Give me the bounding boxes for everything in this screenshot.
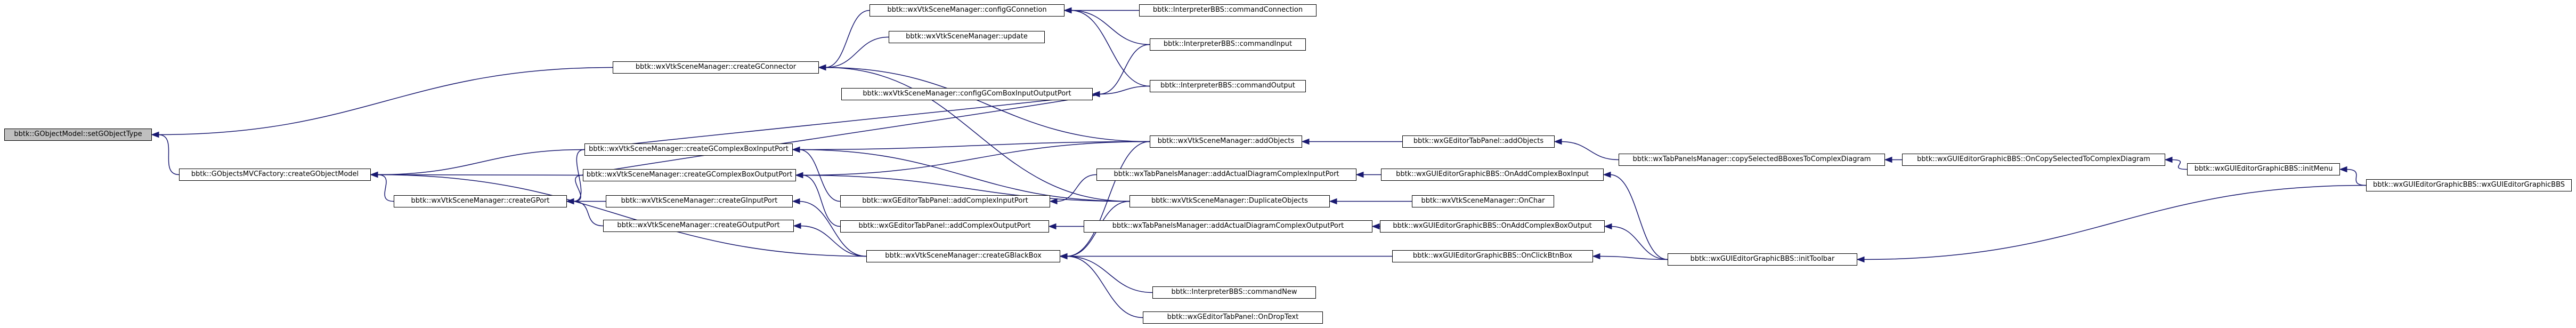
graph-node-n19[interactable]: bbtk::wxGEditorTabPanel::addComplexOutpu…: [840, 220, 1049, 233]
graph-node-n8[interactable]: bbtk::wxVtkSceneManager::configGComBoxIn…: [841, 88, 1093, 100]
edge-arrowhead: [2164, 156, 2173, 163]
graph-node-n29[interactable]: bbtk::wxGUIEditorGraphicBBS::initToolbar: [1668, 253, 1857, 266]
edge-arrowhead: [1592, 253, 1600, 260]
edge-arrowhead: [818, 64, 826, 71]
graph-node-n10[interactable]: bbtk::wxVtkSceneManager::createGComplexB…: [583, 169, 796, 181]
graph-node-n21[interactable]: bbtk::InterpreterBBS::commandNew: [1152, 286, 1316, 299]
edge-n20-to-n19: [1048, 223, 1084, 230]
edge-arrowhead: [1048, 223, 1057, 230]
graph-node-n9[interactable]: bbtk::wxVtkSceneManager::createGComplexB…: [584, 143, 793, 156]
edge-arrowhead: [1856, 256, 1865, 263]
edge-n32-to-n31: [2339, 166, 2367, 186]
edge-n31-to-n30: [2164, 156, 2188, 170]
graph-node-n18[interactable]: bbtk::wxVtkSceneManager::DuplicateObject…: [1129, 195, 1330, 207]
graph-node-n5[interactable]: bbtk::InterpreterBBS::commandConnection: [1139, 4, 1317, 17]
edge-n29-to-n24: [1603, 171, 1668, 260]
graph-node-n30[interactable]: bbtk::wxGUIEditorGraphicBBS::OnCopySelec…: [1902, 154, 2165, 166]
edge-n18-to-n9: [792, 146, 1130, 202]
edge-arrowhead: [793, 222, 801, 229]
graph-node-n26[interactable]: bbtk::wxGUIEditorGraphicBBS::OnAddComple…: [1380, 220, 1605, 233]
edge-n30-to-n28: [1884, 156, 1902, 163]
edge-arrowhead: [1554, 138, 1562, 145]
edge-n1-to-n0: [151, 67, 613, 138]
edge-n14-to-n2: [370, 171, 867, 257]
edge-n3-to-n1: [818, 10, 870, 71]
graph-node-n16[interactable]: bbtk::wxTabPanelsManager::addActualDiagr…: [1096, 169, 1356, 181]
graph-node-n32[interactable]: bbtk::wxGUIEditorGraphicBBS::wxGUIEditor…: [2366, 179, 2572, 191]
edge-arrowhead: [151, 131, 159, 138]
graph-node-n17[interactable]: bbtk::wxGEditorTabPanel::addComplexInput…: [840, 195, 1050, 207]
edge-n27-to-n14: [1059, 253, 1392, 260]
edge-arrowhead: [566, 198, 574, 205]
graph-node-n12[interactable]: bbtk::wxVtkSceneManager::createGInputPor…: [606, 195, 793, 207]
graph-node-n31[interactable]: bbtk::wxGUIEditorGraphicBBS::initMenu: [2187, 163, 2340, 175]
edge-n6-to-n8: [1092, 44, 1150, 98]
graph-node-n7[interactable]: bbtk::InterpreterBBS::commandOutput: [1150, 80, 1306, 92]
edge-arrowhead: [1884, 156, 1892, 163]
edge-arrowhead: [792, 146, 800, 153]
edge-n13-to-n11: [566, 198, 604, 227]
edge-n22-to-n14: [1059, 253, 1143, 318]
edge-n14-to-n13: [793, 222, 867, 257]
edge-n7-to-n3: [1063, 7, 1150, 87]
edge-n29-to-n26: [1604, 223, 1668, 260]
edge-n28-to-n23: [1554, 138, 1619, 161]
edge-arrowhead: [1092, 91, 1100, 98]
edge-n7-to-n8: [1092, 85, 1150, 98]
edge-n6-to-n3: [1063, 7, 1150, 45]
edge-n24-to-n16: [1355, 171, 1381, 178]
edge-n18-to-n10: [795, 172, 1130, 202]
graph-node-n20[interactable]: bbtk::wxTabPanelsManager::addActualDiagr…: [1084, 220, 1372, 233]
edge-arrowhead: [2339, 166, 2347, 173]
edge-n32-to-n29: [1856, 185, 2367, 263]
edge-n10-to-n8: [582, 91, 1100, 176]
edge-n11-to-n2: [370, 171, 394, 202]
edge-arrowhead: [795, 172, 803, 179]
graph-node-n0[interactable]: bbtk::GObjectModel::setGObjectType: [4, 129, 152, 141]
graph-node-n13[interactable]: bbtk::wxVtkSceneManager::createGOutputPo…: [603, 220, 794, 232]
graph-node-n2[interactable]: bbtk::GObjectsMVCFactory::createGObjectM…: [179, 169, 371, 181]
graph-node-n24[interactable]: bbtk::wxGUIEditorGraphicBBS::OnAddComple…: [1381, 169, 1604, 181]
graph-node-n14[interactable]: bbtk::wxVtkSceneManager::createGBlackBox: [866, 250, 1060, 262]
edge-n9-to-n11: [566, 149, 585, 205]
edge-arrowhead: [1355, 171, 1364, 178]
edge-n21-to-n14: [1059, 253, 1153, 293]
edge-arrowhead: [1604, 223, 1612, 230]
edge-arrowhead: [792, 198, 800, 205]
edge-n15-to-n1: [818, 64, 1150, 142]
edge-arrowhead: [370, 171, 378, 178]
edge-n2-to-n0: [151, 131, 180, 175]
edge-n18-to-n1: [818, 64, 1130, 202]
graph-node-n1[interactable]: bbtk::wxVtkSceneManager::createGConnecto…: [613, 61, 819, 74]
edge-n16-to-n17: [1049, 174, 1097, 205]
edge-arrowhead: [1329, 198, 1337, 205]
edge-arrowhead: [1063, 7, 1072, 14]
graph-node-n22[interactable]: bbtk::wxGEditorTabPanel::OnDropText: [1143, 311, 1323, 324]
edge-arrowhead: [1301, 138, 1310, 145]
edge-arrowhead: [1371, 223, 1380, 230]
edge-n14-to-n12: [792, 198, 867, 257]
graph-node-n6[interactable]: bbtk::InterpreterBBS::commandInput: [1150, 38, 1306, 51]
edge-n29-to-n27: [1592, 253, 1668, 260]
edge-arrowhead: [1059, 253, 1068, 260]
edge-n4-to-n1: [818, 36, 889, 71]
edge-arrowhead: [1603, 171, 1611, 178]
graph-node-n4[interactable]: bbtk::wxVtkSceneManager::update: [889, 31, 1045, 43]
edge-n9-to-n2: [370, 149, 585, 178]
graph-node-n28[interactable]: bbtk::wxTabPanelsManager::copySelectedBB…: [1619, 154, 1885, 166]
graph-node-n23[interactable]: bbtk::wxGEditorTabPanel::addObjects: [1402, 135, 1555, 148]
graph-node-n27[interactable]: bbtk::wxGUIEditorGraphicBBS::OnClickBtnB…: [1392, 250, 1593, 262]
graph-node-n15[interactable]: bbtk::wxVtkSceneManager::addObjects: [1150, 135, 1302, 148]
edge-n23-to-n15: [1301, 138, 1402, 145]
graph-node-n25[interactable]: bbtk::wxVtkSceneManager::OnChar: [1412, 195, 1554, 207]
edge-n25-to-n18: [1329, 198, 1412, 205]
edge-arrowhead: [1049, 198, 1058, 205]
graph-node-n11[interactable]: bbtk::wxVtkSceneManager::createGPort: [394, 195, 567, 207]
graph-node-n3[interactable]: bbtk::wxVtkSceneManager::configGConnetio…: [869, 4, 1064, 17]
